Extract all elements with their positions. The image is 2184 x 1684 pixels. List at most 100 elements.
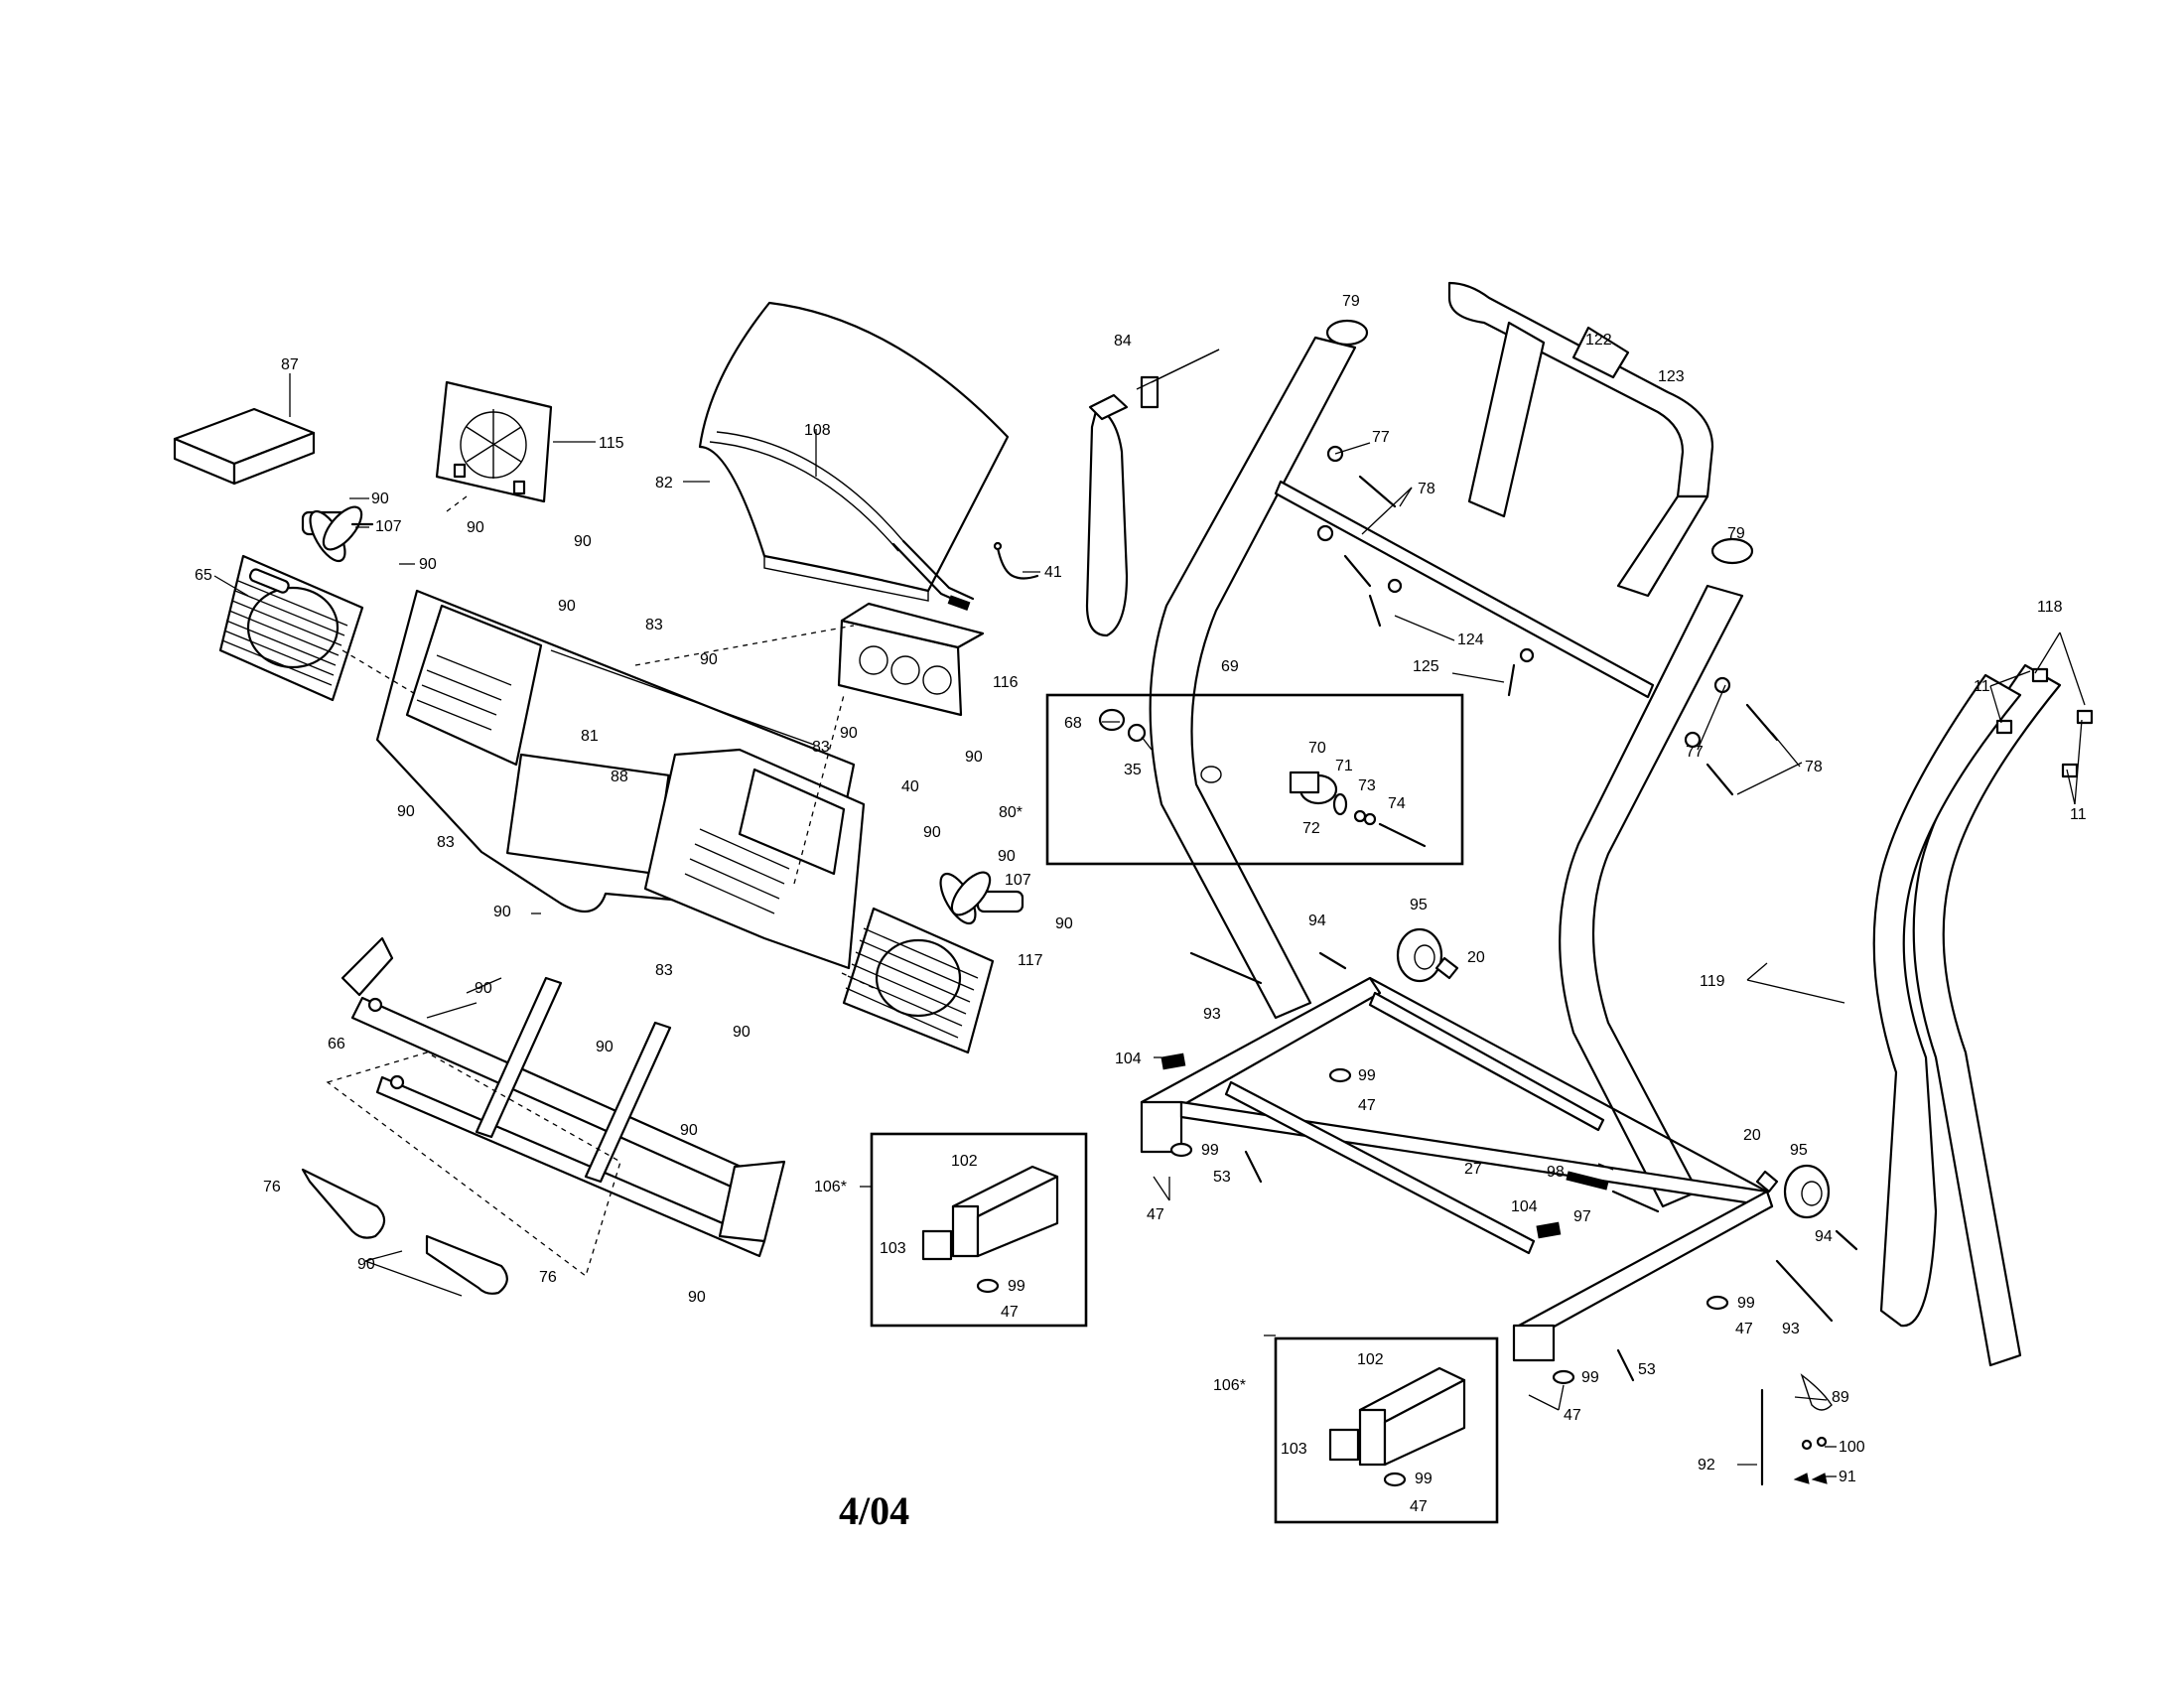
label-90: 90 bbox=[467, 519, 484, 536]
label-47: 47 bbox=[1001, 1304, 1019, 1321]
label-99: 99 bbox=[1737, 1295, 1755, 1312]
label-72: 72 bbox=[1302, 820, 1320, 837]
label-124: 124 bbox=[1457, 632, 1484, 648]
label-94: 94 bbox=[1815, 1228, 1833, 1245]
label-90: 90 bbox=[733, 1024, 751, 1041]
label-93: 93 bbox=[1782, 1321, 1800, 1337]
label-90: 90 bbox=[965, 749, 983, 766]
part-119-rails bbox=[1872, 663, 2094, 1367]
label-76: 76 bbox=[263, 1179, 281, 1195]
part-69-upright-left bbox=[1149, 336, 1357, 1020]
label-90: 90 bbox=[688, 1289, 706, 1306]
part-console-pod-right bbox=[643, 748, 866, 970]
label-65: 65 bbox=[195, 567, 212, 584]
label-108: 108 bbox=[804, 422, 831, 439]
label-69: 69 bbox=[1221, 658, 1239, 675]
label-11: 11 bbox=[1974, 678, 1990, 695]
label-77: 77 bbox=[1372, 429, 1390, 446]
label-81: 81 bbox=[581, 728, 599, 745]
label-74: 74 bbox=[1388, 795, 1406, 812]
group-106-kit-upper bbox=[870, 1132, 1088, 1328]
label-107: 107 bbox=[1005, 872, 1031, 889]
part-107-fan-upper bbox=[301, 505, 374, 563]
leader-lines bbox=[213, 349, 2086, 1477]
label-90: 90 bbox=[923, 824, 941, 841]
label-106: 106* bbox=[1213, 1377, 1246, 1394]
label-99: 99 bbox=[1581, 1369, 1599, 1386]
label-79: 79 bbox=[1727, 525, 1745, 542]
label-91: 91 bbox=[1839, 1469, 1856, 1485]
label-66: 66 bbox=[328, 1036, 345, 1052]
part-97-98 bbox=[1566, 1171, 1660, 1213]
label-47: 47 bbox=[1564, 1407, 1581, 1424]
label-68: 68 bbox=[1064, 715, 1082, 732]
label-47: 47 bbox=[1410, 1498, 1428, 1515]
label-104: 104 bbox=[1115, 1051, 1142, 1067]
label-118: 118 bbox=[2037, 599, 2063, 616]
ribbon-cable-82 bbox=[891, 539, 975, 611]
label-97: 97 bbox=[1573, 1208, 1591, 1225]
label-90: 90 bbox=[558, 598, 576, 615]
label-99: 99 bbox=[1201, 1142, 1219, 1159]
label-95: 95 bbox=[1790, 1142, 1808, 1159]
label-79: 79 bbox=[1342, 293, 1360, 310]
label-99: 99 bbox=[1358, 1067, 1376, 1084]
part-bolts-77-78 bbox=[1316, 445, 1779, 796]
label-78: 78 bbox=[1418, 481, 1435, 497]
label-90: 90 bbox=[475, 980, 492, 997]
label-87: 87 bbox=[281, 356, 299, 373]
label-90: 90 bbox=[700, 651, 718, 668]
label-89: 89 bbox=[1832, 1389, 1849, 1406]
label-107: 107 bbox=[375, 518, 402, 535]
label-83: 83 bbox=[437, 834, 455, 851]
label-93: 93 bbox=[1203, 1006, 1221, 1023]
part-small-hardware bbox=[1760, 1373, 1833, 1486]
label-102: 102 bbox=[1357, 1351, 1384, 1368]
part-76-feet bbox=[301, 1168, 508, 1295]
label-119: 119 bbox=[1700, 973, 1725, 990]
label-76: 76 bbox=[539, 1269, 557, 1286]
label-90: 90 bbox=[1055, 915, 1073, 932]
label-95: 95 bbox=[1410, 897, 1428, 913]
part-base-frame bbox=[1140, 976, 1774, 1362]
label-103: 103 bbox=[1281, 1441, 1307, 1458]
part-87-block bbox=[173, 407, 316, 486]
label-78: 78 bbox=[1805, 759, 1823, 775]
label-90: 90 bbox=[840, 725, 858, 742]
label-53: 53 bbox=[1213, 1169, 1231, 1186]
part-104-pads bbox=[1160, 1052, 1562, 1239]
label-83: 83 bbox=[645, 617, 663, 633]
label-41: 41 bbox=[1044, 564, 1062, 581]
label-90: 90 bbox=[680, 1122, 698, 1139]
label-35: 35 bbox=[1124, 762, 1142, 778]
date-stamp: 4/04 bbox=[839, 1488, 909, 1533]
label-94: 94 bbox=[1308, 912, 1326, 929]
label-20: 20 bbox=[1467, 949, 1485, 966]
part-crossbar bbox=[1274, 480, 1655, 699]
part-82-console-cover bbox=[698, 301, 1010, 602]
label-104: 104 bbox=[1511, 1198, 1538, 1215]
label-125: 125 bbox=[1413, 658, 1439, 675]
part-66-lower-frame bbox=[341, 936, 786, 1258]
label-27: 27 bbox=[1464, 1161, 1482, 1178]
part-99-feet bbox=[1169, 1067, 1729, 1385]
label-90: 90 bbox=[371, 491, 389, 507]
label-47: 47 bbox=[1147, 1206, 1164, 1223]
part-labels: 87 115 90 107 90 90 90 65 108 82 41 90 8… bbox=[195, 293, 2087, 1515]
label-47: 47 bbox=[1735, 1321, 1753, 1337]
label-103: 103 bbox=[880, 1240, 906, 1257]
label-77: 77 bbox=[1686, 744, 1704, 761]
label-100: 100 bbox=[1839, 1439, 1865, 1456]
label-47: 47 bbox=[1358, 1097, 1376, 1114]
group-106-kit-lower bbox=[1274, 1336, 1499, 1524]
part-95-wheels bbox=[1396, 927, 1831, 1219]
label-82: 82 bbox=[655, 475, 673, 491]
label-122: 122 bbox=[1585, 332, 1612, 349]
label-99: 99 bbox=[1008, 1278, 1025, 1295]
label-83: 83 bbox=[655, 962, 673, 979]
part-41-wire bbox=[993, 541, 1039, 580]
label-116: 116 bbox=[993, 674, 1019, 691]
label-73: 73 bbox=[1358, 777, 1376, 794]
part-116-fan-housing bbox=[837, 602, 985, 717]
label-92: 92 bbox=[1698, 1457, 1715, 1474]
